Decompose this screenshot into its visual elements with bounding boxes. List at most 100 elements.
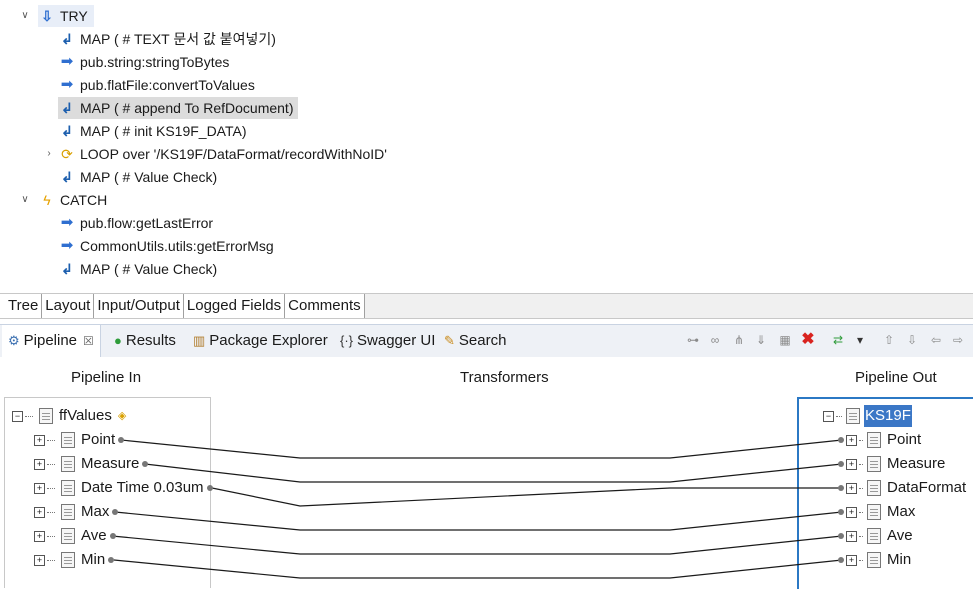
out-field-point[interactable]: + Point: [838, 429, 921, 451]
map-line[interactable]: [144, 463, 843, 483]
tree-item-map[interactable]: ↲ MAP ( # Value Check): [58, 258, 217, 280]
connector-dot[interactable]: [109, 533, 116, 539]
in-field-max[interactable]: + Max: [34, 501, 119, 523]
tree-item-map[interactable]: ↲ MAP ( # Value Check): [58, 166, 217, 188]
expand-icon[interactable]: +: [846, 458, 857, 470]
in-field-ave[interactable]: + Ave: [34, 525, 116, 547]
document-icon: [867, 456, 881, 472]
expand-icon[interactable]: +: [846, 482, 857, 494]
in-root-ffvalues[interactable]: − ffValues ◈: [12, 405, 126, 427]
tab-layout[interactable]: Layout: [42, 294, 95, 318]
delete-icon[interactable]: ✖: [801, 331, 815, 348]
collapse-chevron-icon[interactable]: ∨: [21, 10, 29, 21]
in-field-point[interactable]: + Point: [34, 429, 125, 451]
map-icon: ↲: [61, 31, 73, 47]
out-field-measure[interactable]: + Measure: [838, 453, 945, 475]
out-root-label[interactable]: KS19F: [864, 405, 912, 427]
tab-input-output[interactable]: Input/Output: [94, 294, 184, 318]
map-line[interactable]: [120, 439, 843, 459]
connector-dot[interactable]: [838, 533, 844, 539]
map-line[interactable]: [111, 535, 843, 555]
tree-item-try[interactable]: ∨ ⇩ TRY: [18, 5, 94, 27]
tab-results-label: Results: [125, 332, 176, 349]
tab-search-label: Search: [458, 332, 507, 349]
connector-dot[interactable]: [838, 461, 844, 467]
document-icon: [61, 552, 75, 568]
tab-search[interactable]: ✎ Search: [444, 325, 506, 357]
connector-dot[interactable]: [838, 509, 844, 515]
connector-dot[interactable]: [838, 437, 844, 443]
tree-item-invoke[interactable]: ➡ CommonUtils.utils:getErrorMsg: [58, 235, 274, 257]
left-icon[interactable]: ⇦: [930, 333, 942, 347]
in-field-min[interactable]: + Min: [34, 549, 115, 571]
close-icon[interactable]: ☒: [83, 334, 94, 348]
out-field-min[interactable]: + Min: [838, 549, 911, 571]
out-field-label: Ave: [887, 527, 913, 544]
document-icon: [867, 432, 881, 448]
grid-icon[interactable]: ▦: [779, 333, 791, 347]
down-icon[interactable]: ⇩: [906, 333, 918, 347]
tree-item-invoke[interactable]: ➡ pub.flatFile:convertToValues: [58, 74, 255, 96]
tree-item-map-selected[interactable]: ↲ MAP ( # append To RefDocument): [58, 97, 298, 119]
in-field-date-time[interactable]: + Date Time 0.03um: [34, 477, 213, 499]
collapse-icon[interactable]: −: [12, 410, 23, 422]
tree-item-invoke[interactable]: ➡ pub.flow:getLastError: [58, 212, 213, 234]
tab-comments[interactable]: Comments: [285, 294, 365, 318]
tab-swagger-ui[interactable]: {·} Swagger UI: [340, 325, 435, 357]
tree-item-label: pub.string:stringToBytes: [80, 54, 230, 70]
loop-icon: ⟳: [61, 146, 73, 162]
up-icon[interactable]: ⇧: [883, 333, 895, 347]
tab-logged-fields[interactable]: Logged Fields: [183, 294, 286, 318]
tab-pipeline[interactable]: ⚙ Pipeline ☒: [2, 325, 101, 357]
connector-dot[interactable]: [108, 557, 115, 563]
map-toggle-icon[interactable]: ⇄: [832, 333, 844, 347]
expand-icon[interactable]: +: [34, 554, 45, 566]
document-icon: [867, 504, 881, 520]
connector-dot[interactable]: [838, 557, 844, 563]
connector-dot[interactable]: [838, 485, 844, 491]
expand-icon[interactable]: +: [34, 530, 45, 542]
tab-results[interactable]: ● Results: [114, 325, 176, 357]
expand-icon[interactable]: +: [846, 434, 857, 446]
tree-item-loop[interactable]: › ⟳ LOOP over '/KS19F/DataFormat/recordW…: [42, 143, 387, 165]
chain-icon[interactable]: ∞: [710, 333, 720, 347]
chevron-down-icon[interactable]: ▾: [856, 333, 864, 347]
tree-item-map[interactable]: ↲ MAP ( # TEXT 문서 값 붙여넣기): [58, 28, 276, 50]
tab-tree[interactable]: Tree: [0, 294, 43, 318]
tree-item-invoke[interactable]: ➡ pub.string:stringToBytes: [58, 51, 230, 73]
collapse-chevron-icon[interactable]: ∨: [21, 194, 29, 205]
tree-item-catch[interactable]: ∨ ϟ CATCH: [18, 189, 107, 211]
map-line[interactable]: [211, 487, 842, 507]
expand-icon[interactable]: +: [846, 506, 857, 518]
expand-icon[interactable]: +: [34, 458, 45, 470]
expand-icon[interactable]: +: [846, 530, 857, 542]
expand-icon[interactable]: +: [34, 434, 45, 446]
expand-chevron-icon[interactable]: ›: [47, 148, 51, 159]
out-field-dataformat[interactable]: + DataFormat: [838, 477, 966, 499]
link-icon[interactable]: ⊶: [687, 333, 699, 347]
map-line[interactable]: [114, 511, 843, 531]
tree-item-map[interactable]: ↲ MAP ( # init KS19F_DATA): [58, 120, 247, 142]
connector-dot[interactable]: [112, 509, 119, 515]
expand-icon[interactable]: +: [34, 482, 45, 494]
map-line[interactable]: [113, 559, 843, 579]
document-icon: [61, 528, 75, 544]
right-icon[interactable]: ⇨: [952, 333, 964, 347]
out-field-max[interactable]: + Max: [838, 501, 915, 523]
connector-dot[interactable]: [142, 461, 149, 467]
drop-icon[interactable]: ⇓: [755, 333, 767, 347]
out-root-ks19f[interactable]: − KS19F: [823, 405, 912, 427]
in-field-label: Date Time 0.03um: [81, 479, 204, 496]
in-field-measure[interactable]: + Measure: [34, 453, 149, 475]
expand-icon[interactable]: +: [34, 506, 45, 518]
in-root-label: ffValues: [59, 407, 112, 424]
expand-icon[interactable]: +: [846, 554, 857, 566]
connector-dot[interactable]: [206, 485, 213, 491]
tree-split-icon[interactable]: ⋔: [733, 333, 745, 347]
out-field-label: DataFormat: [887, 479, 967, 496]
tree-item-label: MAP ( # init KS19F_DATA): [80, 123, 247, 139]
collapse-icon[interactable]: −: [823, 410, 834, 422]
connector-dot[interactable]: [118, 437, 125, 443]
out-field-ave[interactable]: + Ave: [838, 525, 913, 547]
tab-package-explorer[interactable]: ▥ Package Explorer: [193, 325, 328, 357]
